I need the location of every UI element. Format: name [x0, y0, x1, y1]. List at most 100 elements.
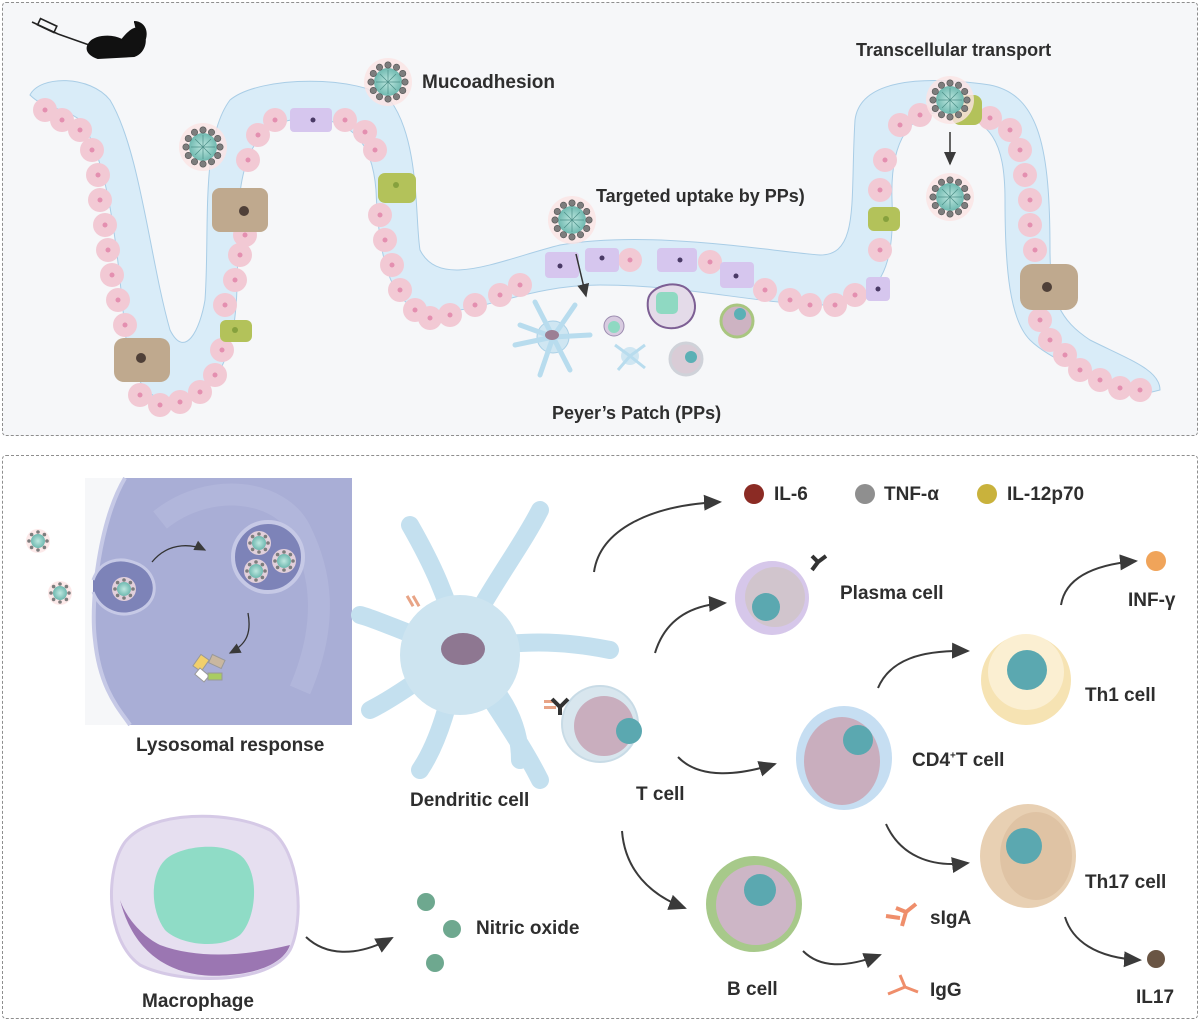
epithelial-nucleus	[109, 272, 115, 278]
il12p70-ball	[977, 484, 997, 504]
dendritic-cell	[351, 501, 619, 789]
th17-cell	[980, 804, 1076, 908]
cd4-sup: +	[950, 750, 956, 762]
label-lysosomal-response: Lysosomal response	[136, 735, 325, 756]
epithelial-nucleus	[1032, 247, 1038, 253]
label-peyers-patch: Peyer’s Patch (PPs)	[552, 403, 722, 423]
nanoparticle-icon	[363, 57, 413, 107]
th1-cell	[981, 634, 1071, 725]
igg-icon	[887, 974, 919, 996]
syringe-icon	[31, 17, 93, 47]
epithelial-nucleus	[137, 392, 143, 398]
nitric-oxide-molecules	[417, 893, 461, 972]
uptake-arrow	[575, 253, 590, 298]
immune-response-panel	[2, 455, 1198, 1019]
epithelial-nucleus	[882, 157, 888, 163]
epithelial-nucleus	[212, 372, 218, 378]
t-cell	[550, 685, 642, 763]
peyers-patch-cells	[512, 283, 755, 378]
epithelial-nucleus	[1077, 367, 1083, 373]
epithelial-nucleus	[627, 257, 633, 263]
epithelial-nucleus	[237, 252, 243, 258]
epithelial-nucleus	[1017, 147, 1023, 153]
epithelial-nucleus	[1097, 377, 1103, 383]
epithelial-nucleus	[762, 287, 768, 293]
epithelial-nucleus	[412, 307, 418, 313]
epithelial-nucleus	[897, 122, 903, 128]
cd4-suffix: T cell	[955, 750, 1005, 771]
epithelial-nucleus	[397, 287, 403, 293]
epithelial-nucleus	[1117, 385, 1123, 391]
epithelial-nucleus	[497, 292, 503, 298]
epithelial-nucleus	[197, 389, 203, 395]
label-th1-cell: Th1 cell	[1085, 685, 1156, 706]
epithelial-nucleus	[1007, 127, 1013, 133]
epithelial-nucleus	[1037, 317, 1043, 323]
plasma-cell	[735, 554, 828, 635]
nanoparticle-icon	[925, 75, 975, 125]
epithelial-nucleus	[115, 297, 121, 303]
legend-il6: IL-6	[774, 484, 808, 505]
label-targeted-uptake: Targeted uptake by PPs)	[596, 186, 805, 206]
nanoparticle-icon	[547, 195, 597, 245]
b-cell	[706, 856, 802, 952]
nanoparticle-icon	[178, 122, 228, 172]
epithelial-nucleus	[342, 117, 348, 123]
lysosome	[231, 520, 305, 594]
epithelial-nucleus	[877, 187, 883, 193]
epithelial-nucleus	[787, 297, 793, 303]
epithelial-nucleus	[105, 247, 111, 253]
cd4-t-cell	[796, 706, 892, 810]
epithelial-nucleus	[157, 402, 163, 408]
epithelial-nucleus	[852, 292, 858, 298]
epithelial-nucleus	[472, 302, 478, 308]
epithelial-nucleus	[1022, 172, 1028, 178]
label-il17: IL17	[1136, 987, 1175, 1008]
epithelial-nucleus	[517, 282, 523, 288]
epithelial-nucleus	[177, 399, 183, 405]
epithelial-nucleus	[95, 172, 101, 178]
epithelial-nucleus	[382, 237, 388, 243]
epithelial-nucleus	[245, 157, 251, 163]
label-cd4-t-cell: CD4+T cell	[912, 750, 1004, 772]
label-plasma-cell: Plasma cell	[840, 583, 944, 604]
epithelial-nucleus	[427, 315, 433, 321]
epithelial-nucleus	[232, 277, 238, 283]
endosome	[91, 558, 156, 616]
epithelial-nucleus	[102, 222, 108, 228]
epithelial-nucleus	[242, 232, 248, 238]
siga-icon	[885, 902, 918, 927]
epithelial-nucleus	[987, 115, 993, 121]
epithelial-nucleus	[1062, 352, 1068, 358]
epithelial-nucleus	[1027, 197, 1033, 203]
mouse-icon	[86, 21, 147, 60]
label-macrophage: Macrophage	[142, 991, 254, 1012]
inf-gamma-ball	[1146, 551, 1166, 571]
epithelial-cells	[33, 98, 1152, 417]
epithelial-nucleus	[447, 312, 453, 318]
degradation-fragments	[192, 653, 226, 683]
epithelial-nucleus	[377, 212, 383, 218]
nanoparticle-icon	[925, 172, 975, 222]
epithelial-nucleus	[219, 347, 225, 353]
epithelial-nucleus	[89, 147, 95, 153]
label-b-cell: B cell	[727, 979, 778, 1000]
label-nitric-oxide: Nitric oxide	[476, 918, 580, 939]
label-inf-gamma: INF-γ	[1128, 590, 1176, 611]
paneth-cell	[212, 188, 268, 232]
epithelial-nucleus	[42, 107, 48, 113]
il17-ball	[1147, 950, 1165, 968]
flow-arrows	[305, 494, 1142, 969]
epithelial-nucleus	[97, 197, 103, 203]
label-t-cell: T cell	[636, 784, 685, 805]
epithelial-nucleus	[122, 322, 128, 328]
epithelial-nucleus	[1027, 222, 1033, 228]
cd4-prefix: CD4	[912, 750, 951, 771]
il6-ball	[744, 484, 764, 504]
label-dendritic-cell: Dendritic cell	[410, 790, 530, 811]
epithelial-nucleus	[362, 129, 368, 135]
epithelial-nucleus	[389, 262, 395, 268]
epithelial-nucleus	[272, 117, 278, 123]
macrophage	[110, 814, 300, 981]
